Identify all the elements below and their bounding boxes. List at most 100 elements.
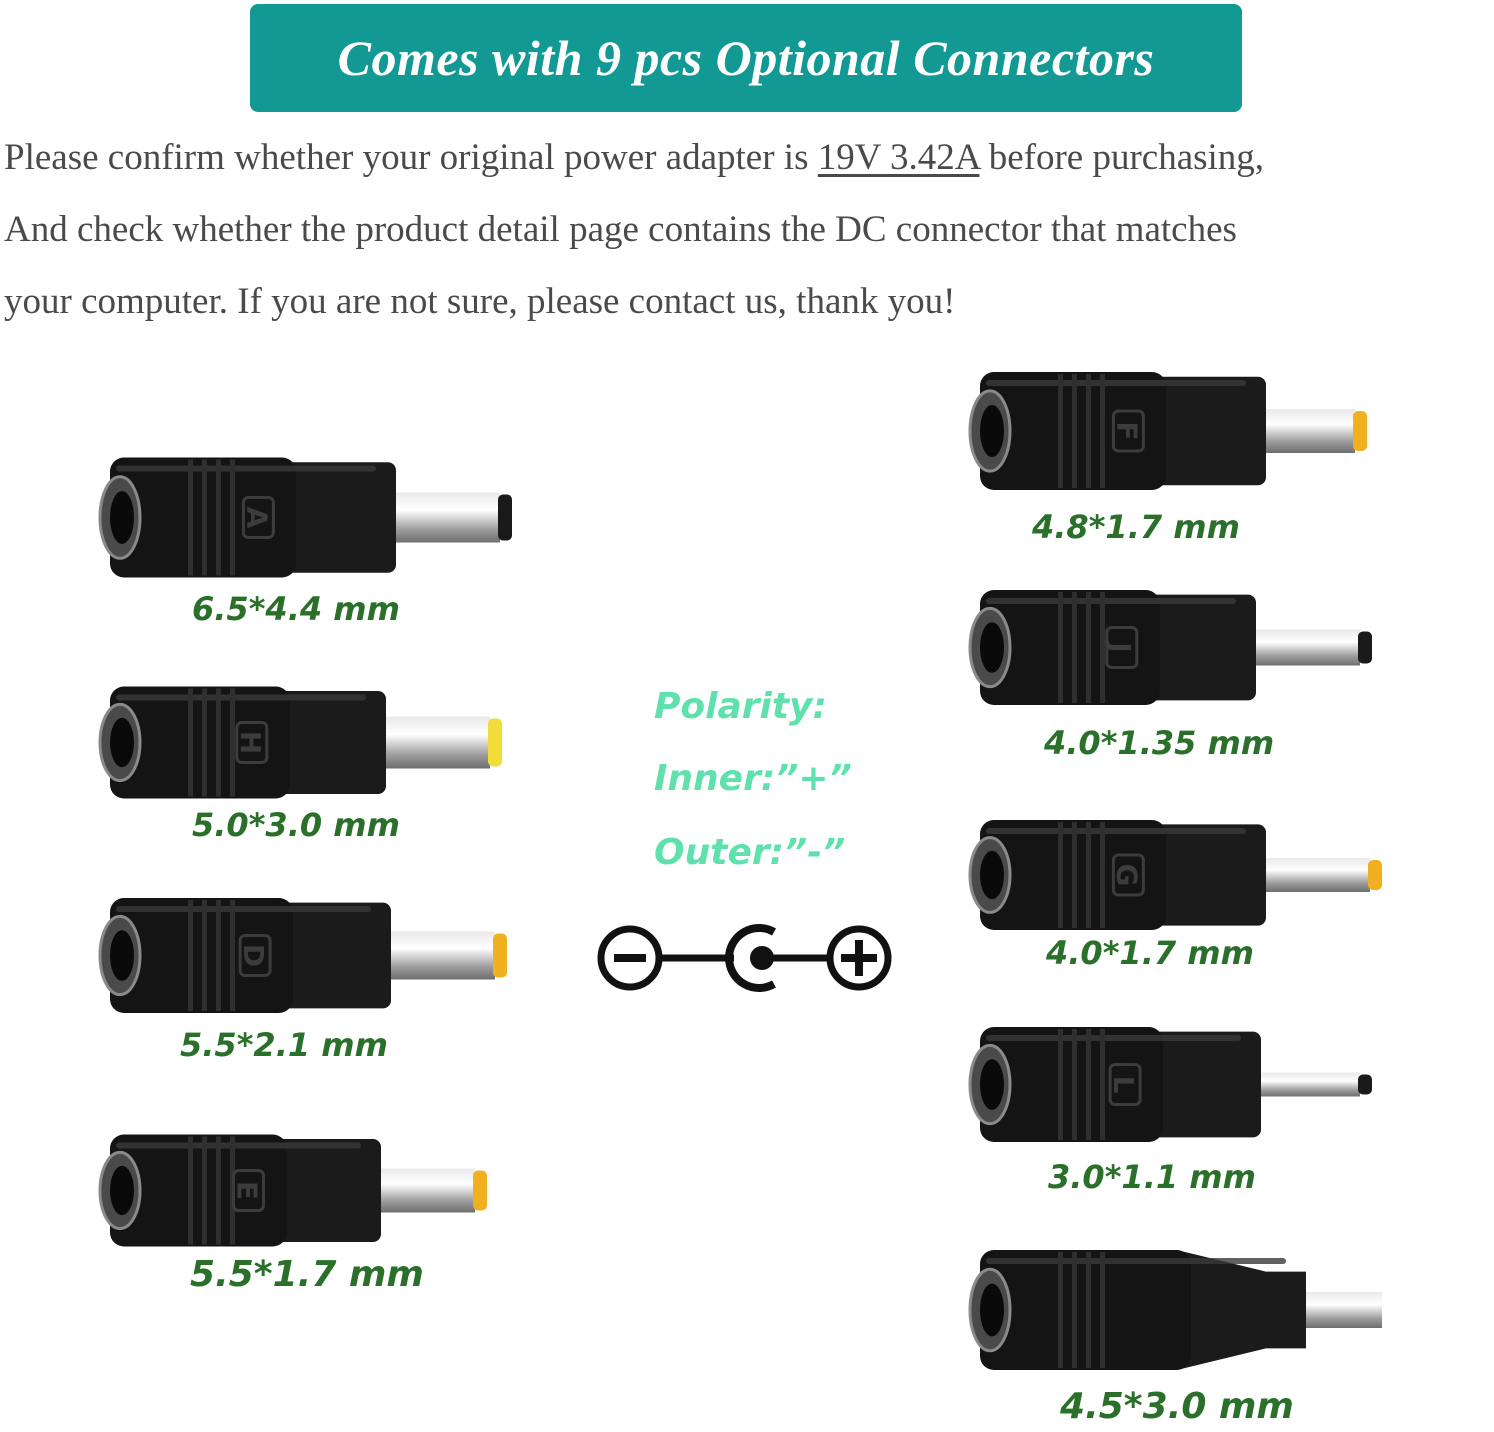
notice-text: Please confirm whether your original pow…: [4, 137, 818, 178]
connector-grip-ring: [216, 1136, 221, 1245]
connector-pin-tip: [498, 494, 512, 541]
connector-pin-tip: [1358, 631, 1372, 664]
connector-body-rear: [1142, 824, 1266, 926]
connector-grip-ring: [188, 900, 193, 1011]
connector-pin-tip: [493, 933, 507, 978]
connector-grip-ring: [188, 459, 193, 576]
connector-grip-ring: [1086, 1029, 1091, 1140]
connector-letter-badge: [1111, 853, 1145, 897]
connector-body-rear: [1142, 376, 1266, 486]
connector-pin: [385, 931, 495, 980]
connector-grip-ring: [1100, 374, 1105, 488]
connector-grip-ring: [1058, 1029, 1063, 1140]
connector-g-size: 4.0*1.7 mm: [1046, 934, 1254, 972]
connector-grip-ring: [1072, 1029, 1077, 1140]
connector-pin: [390, 492, 500, 543]
connector-body-front: [980, 1250, 1191, 1370]
connector-e-image: E: [98, 1134, 487, 1247]
connector-grip-ring: [1072, 592, 1077, 703]
voltage-highlight: 19V 3.42A: [817, 137, 980, 178]
connector-letter-badge: [1111, 409, 1145, 453]
connector-grip-ring: [230, 459, 235, 576]
connector-grip-ring: [202, 459, 207, 576]
connector-j-size: 4.0*1.35 mm: [1044, 724, 1275, 762]
connector-pin-tip: [1358, 1074, 1372, 1095]
connector-grip-ring: [202, 688, 207, 797]
connector-grip-ring: [188, 1136, 193, 1245]
connector-letter: L: [1107, 1076, 1140, 1094]
connector-body-rear: [268, 902, 391, 1009]
connector-body-front: [110, 898, 293, 1013]
connector-d-size: 5.5*2.1 mm: [180, 1026, 388, 1064]
polarity-inner: Inner:”+”: [654, 758, 852, 799]
connector-letter-badge: [241, 496, 275, 539]
connector-letter-badge: [238, 934, 272, 977]
notice-line-3: your computer. If you are not sure, plea…: [4, 281, 956, 322]
connector-grip-ring: [1086, 374, 1091, 488]
connector-body-rear: [1176, 1250, 1306, 1370]
connector-letter-badge: [1108, 1063, 1142, 1106]
connector-grip-ring: [216, 688, 221, 797]
connector-grip-ring: [1100, 1252, 1105, 1368]
polarity-symbol-icon: [597, 924, 892, 992]
connector-body-rear: [1138, 1031, 1261, 1138]
connector-body-rear: [262, 1138, 381, 1243]
connector-pin: [1260, 858, 1370, 892]
connector-letter-badge: [1105, 626, 1139, 669]
connector-grip-ring: [1058, 592, 1063, 703]
connector-body-front: [110, 1134, 287, 1247]
connector-a-size: 6.5*4.4 mm: [192, 590, 400, 628]
connector-g-image: G: [968, 820, 1382, 930]
connector-grip-ring: [1100, 822, 1105, 928]
connector-pin: [380, 716, 490, 769]
connector-letter: J: [1104, 640, 1137, 652]
connector-d-image: D: [98, 898, 507, 1013]
connector-pin-tip: [1368, 860, 1382, 890]
polarity-title: Polarity:: [654, 686, 827, 727]
connector-grip-ring: [1072, 374, 1077, 488]
connector-letter-badge: [232, 1169, 266, 1212]
connector-grip-ring: [1086, 822, 1091, 928]
connector-pin-tip: [488, 718, 502, 767]
connector-letter: A: [240, 507, 273, 529]
polarity-outer: Outer:”-”: [654, 832, 846, 873]
connector-letter: F: [1110, 421, 1143, 440]
connector-body-rear: [265, 690, 386, 795]
connector-letter: D: [237, 944, 270, 967]
connector-pin-tip: [473, 1170, 487, 1211]
notice-line-2: And check whether the product detail pag…: [4, 209, 1237, 250]
connector-f-image: F: [968, 372, 1367, 490]
connector-grip-ring: [1058, 374, 1063, 488]
connector-letter: H: [234, 731, 267, 754]
connector-grip-ring: [202, 900, 207, 1011]
connector-pin-tip: [1353, 411, 1367, 451]
connector-grip-ring: [1086, 592, 1091, 703]
connector-h-image: H: [98, 686, 502, 799]
banner-title: Comes with 9 pcs Optional Connectors: [337, 30, 1155, 86]
connector-grip-ring: [202, 1136, 207, 1245]
connector-grip-ring: [1072, 822, 1077, 928]
connector-grip-ring: [230, 688, 235, 797]
connector-grip-ring: [188, 688, 193, 797]
connector-l-image: L: [968, 1027, 1372, 1142]
notice-text: before purchasing,: [979, 137, 1265, 178]
connector-j-image: J: [968, 590, 1372, 705]
connector-e-size: 5.5*1.7 mm: [190, 1254, 424, 1295]
connector-letter: E: [231, 1181, 264, 1200]
connector-pin: [1300, 1292, 1382, 1328]
connector-grip-ring: [1058, 1252, 1063, 1368]
connector-grip-ring: [216, 900, 221, 1011]
connector-letter-badge: [235, 721, 269, 764]
connector-grip-ring: [216, 459, 221, 576]
connector-4530-size: 4.5*3.0 mm: [1060, 1386, 1294, 1427]
connector-body-front: [980, 1027, 1163, 1142]
connector-grip-ring: [1072, 1252, 1077, 1368]
connector-pin: [1260, 409, 1355, 453]
connector-f-size: 4.8*1.7 mm: [1032, 508, 1240, 546]
connector-grip-ring: [230, 900, 235, 1011]
notice-line-1: Please confirm whether your original pow…: [4, 122, 1494, 194]
connector-pin: [375, 1168, 475, 1213]
connector-grip-ring: [1086, 1252, 1091, 1368]
connector-body-front: [980, 590, 1160, 705]
connector-grip-ring: [1100, 1029, 1105, 1140]
